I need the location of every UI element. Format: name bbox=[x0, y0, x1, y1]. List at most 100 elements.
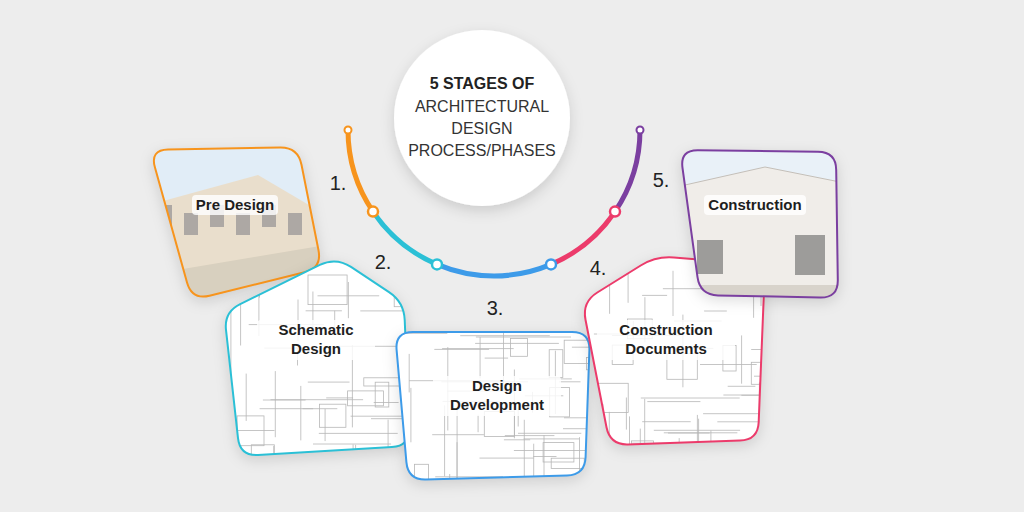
plan-line bbox=[741, 335, 742, 383]
arc-segment bbox=[437, 264, 551, 276]
callout-number: 1. bbox=[330, 172, 347, 195]
photo-window bbox=[184, 213, 198, 235]
photo-house bbox=[675, 145, 845, 303]
card-border bbox=[682, 150, 838, 297]
plan-room bbox=[754, 448, 784, 476]
card-border bbox=[154, 147, 319, 296]
card-border bbox=[226, 261, 410, 455]
plan-line bbox=[609, 270, 610, 314]
plan-line bbox=[444, 405, 445, 476]
plan-line bbox=[480, 458, 534, 459]
plan-room bbox=[375, 382, 389, 407]
plan-line bbox=[388, 420, 389, 479]
plan-line bbox=[480, 337, 481, 378]
card-border bbox=[396, 332, 589, 480]
plan-line bbox=[628, 262, 629, 303]
plan-line bbox=[348, 282, 349, 318]
plan-line bbox=[629, 416, 630, 500]
callout-number: 2. bbox=[375, 251, 392, 274]
plan-line bbox=[524, 438, 580, 439]
plan-room bbox=[564, 340, 591, 363]
plan-line bbox=[642, 421, 691, 422]
card-picture bbox=[587, 256, 863, 506]
arc-dot bbox=[432, 259, 442, 269]
plan-line bbox=[405, 273, 435, 274]
photo-window bbox=[697, 240, 723, 274]
plan-line bbox=[704, 311, 727, 312]
card-fill bbox=[226, 261, 410, 455]
stage-name: Pre Design bbox=[192, 195, 278, 216]
plan-line bbox=[703, 413, 759, 414]
card-picture bbox=[675, 145, 845, 303]
photo-window bbox=[288, 213, 302, 235]
plan-line bbox=[644, 399, 645, 477]
arc-dot bbox=[637, 127, 644, 134]
plan-line bbox=[240, 281, 241, 345]
plan-line bbox=[475, 343, 559, 344]
plan-line bbox=[723, 395, 807, 396]
stage-name: Design Development bbox=[433, 376, 561, 416]
plan-line bbox=[626, 398, 627, 430]
callout-number: 5. bbox=[653, 169, 670, 192]
photo-window bbox=[795, 235, 825, 275]
arc-segment bbox=[551, 212, 615, 265]
plan-line bbox=[654, 430, 740, 431]
plan-line bbox=[275, 371, 276, 437]
plan-line bbox=[476, 337, 571, 338]
callout-number: 4. bbox=[590, 257, 607, 280]
plan-room bbox=[549, 350, 563, 378]
title-holder: 5 STAGES OF ARCHITECTURAL DESIGN PROCESS… bbox=[392, 30, 572, 206]
plan-line bbox=[434, 349, 489, 350]
plan-line bbox=[751, 349, 806, 350]
stage-card: Design Development bbox=[390, 326, 595, 486]
plan-line bbox=[741, 395, 781, 396]
plan-line bbox=[228, 430, 275, 431]
plan-line bbox=[432, 434, 484, 435]
arc-segment bbox=[615, 130, 640, 212]
plan-line bbox=[769, 438, 842, 439]
plan-line bbox=[308, 382, 350, 383]
plan-room bbox=[751, 362, 790, 384]
arc-dot bbox=[546, 259, 556, 269]
plan-line bbox=[647, 401, 700, 402]
plan-line bbox=[609, 412, 610, 491]
plan-line bbox=[641, 398, 740, 399]
plan-line bbox=[533, 444, 534, 500]
plan-line bbox=[518, 433, 581, 434]
plan-line bbox=[697, 415, 698, 486]
plan-line bbox=[579, 437, 580, 471]
plan-line bbox=[381, 451, 382, 499]
plan-line bbox=[725, 448, 726, 499]
plan-line bbox=[260, 408, 314, 409]
plan-line bbox=[306, 310, 342, 311]
plan-line bbox=[232, 270, 279, 271]
plan-line bbox=[442, 348, 514, 349]
plan-line bbox=[698, 419, 699, 499]
stage-card: Schematic Design bbox=[220, 253, 415, 461]
plan-line bbox=[524, 420, 525, 491]
arc-dot bbox=[610, 207, 620, 217]
plan-room bbox=[767, 397, 802, 413]
title-text: 5 STAGES OF ARCHITECTURAL DESIGN PROCESS… bbox=[401, 73, 563, 163]
plan-line bbox=[355, 445, 356, 481]
stage-name: Construction Documents bbox=[597, 320, 735, 360]
plan-room bbox=[319, 404, 346, 427]
plan-line bbox=[504, 439, 530, 440]
plan-line bbox=[399, 460, 400, 512]
plan-line bbox=[396, 278, 397, 299]
plan-line bbox=[325, 409, 326, 441]
plan-line bbox=[353, 445, 354, 512]
plan-room bbox=[511, 339, 528, 357]
plan-line bbox=[485, 358, 508, 359]
callout-number: 3. bbox=[487, 297, 504, 320]
card-outline bbox=[675, 145, 845, 303]
photo-sky bbox=[675, 145, 845, 303]
plan-line bbox=[664, 432, 738, 433]
plan-line bbox=[717, 421, 783, 422]
plan-line bbox=[640, 429, 641, 493]
plan-line bbox=[409, 354, 410, 393]
plan-line bbox=[583, 484, 584, 505]
plan-line bbox=[478, 415, 479, 433]
plan-room bbox=[308, 275, 347, 305]
plan-line bbox=[604, 425, 605, 501]
